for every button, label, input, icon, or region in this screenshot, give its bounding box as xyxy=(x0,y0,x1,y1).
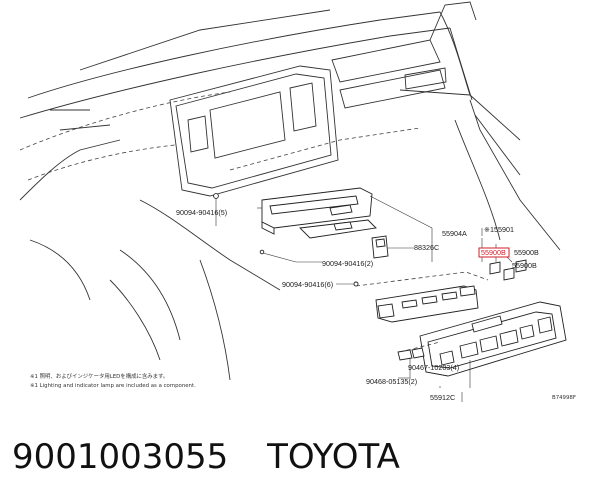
callout-55900B-right: 55900B xyxy=(514,248,539,257)
callout-90094-90416-2: 90094-90416(2) xyxy=(322,259,373,268)
dashboard-outline xyxy=(19,1,561,381)
reference-code: B74998F xyxy=(552,395,576,401)
callout-55901: ※155901 xyxy=(484,225,514,234)
parts-diagram: 90094-90416(5) 55904A 88326C 90094-90416… xyxy=(19,1,576,402)
part-caption: 9001003055 TOYOTA xyxy=(12,432,592,482)
callout-90094-90416-5: 90094-90416(5) xyxy=(176,208,227,217)
footnote-japanese: ※1 照明、およびインジケータ用LEDを構成に含みます。 xyxy=(30,372,168,380)
highlight-box xyxy=(478,247,510,258)
bulb-sockets xyxy=(489,244,527,281)
callout-55904A: 55904A xyxy=(442,229,467,238)
callout-90094-90416-6: 90094-90416(6) xyxy=(282,280,333,289)
panel-clips xyxy=(397,347,425,361)
footnotes: ※1 照明、およびインジケータ用LEDを構成に含みます。 ※1 Lighting… xyxy=(30,372,196,389)
callout-88326C: 88326C xyxy=(414,243,439,252)
callout-90468-05135-2: 90468-05135(2) xyxy=(366,377,417,386)
footnote-english: ※1 Lighting and indicator lamp are inclu… xyxy=(30,383,196,389)
led-bulb xyxy=(371,235,414,259)
brand-name: TOYOTA xyxy=(267,437,400,477)
control-board xyxy=(299,219,377,239)
callout-90467-10203-4: 90467-10203(4) xyxy=(408,363,459,372)
switch-assembly xyxy=(355,271,489,323)
small-screws xyxy=(213,193,359,287)
callout-labels: 90094-90416(5) 55904A 88326C 90094-90416… xyxy=(176,208,576,402)
callout-55912C: 55912C xyxy=(430,393,455,402)
callout-55900B-highlighted: 55900B xyxy=(481,248,506,257)
control-panel xyxy=(399,301,567,377)
part-number: 9001003055 xyxy=(12,437,229,477)
heater-control-housing xyxy=(257,187,433,235)
callout-55900B-lower: 55900B xyxy=(512,261,537,270)
